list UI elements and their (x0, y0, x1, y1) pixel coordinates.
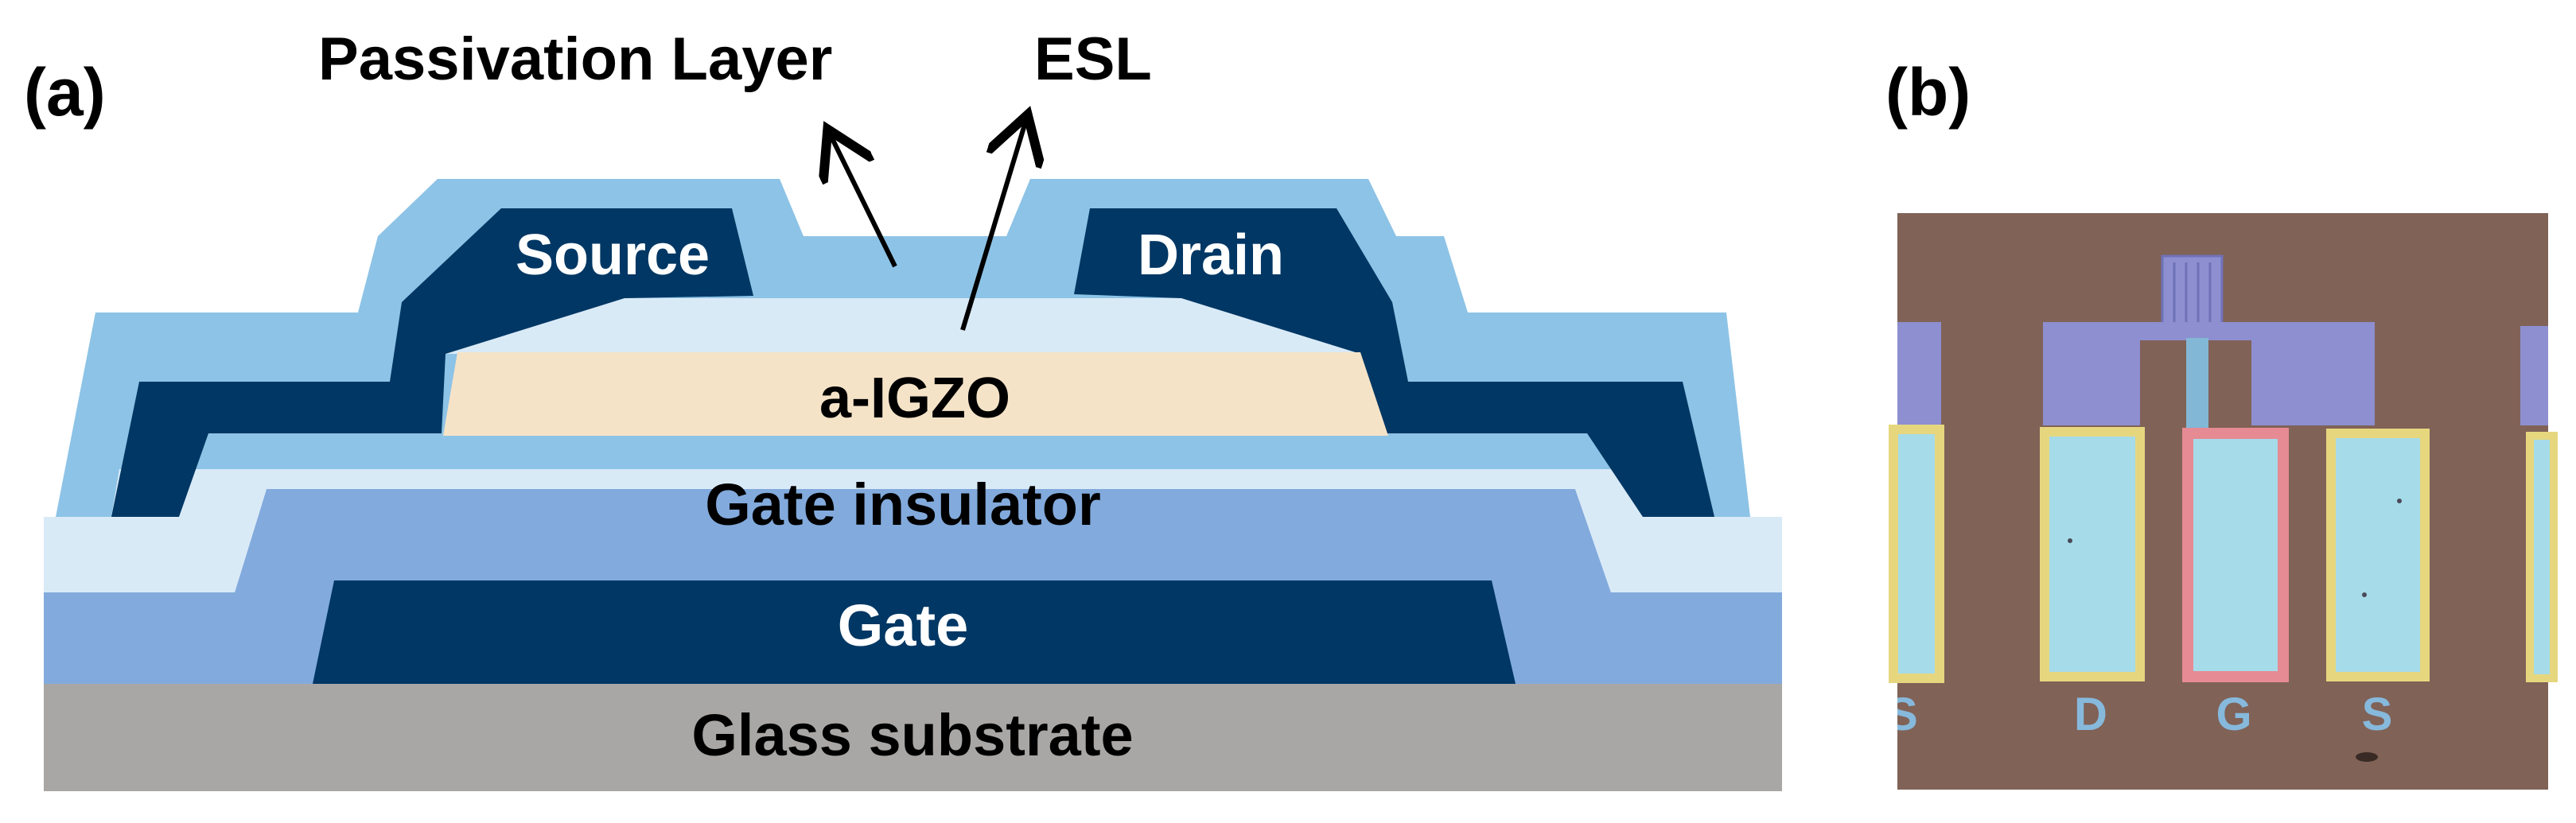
panel-b-label: (b) (1885, 55, 1971, 130)
micrograph-image: S D G S (1887, 213, 2558, 790)
pad-source (2326, 429, 2430, 681)
drain-label: Drain (1138, 223, 1284, 287)
metal-strip-left (1897, 322, 1941, 437)
gate-label: Gate (838, 592, 969, 658)
pad-gate (2182, 428, 2289, 682)
pad-label-s: S (2362, 689, 2393, 740)
etch-stop-layer-body (617, 298, 1203, 354)
pad-label-g: G (2216, 689, 2251, 740)
glass-substrate-layer (44, 684, 1782, 791)
source-electrode (111, 208, 753, 517)
insulator-top-band (44, 469, 1782, 592)
esl-callout-label: ESL (1034, 25, 1152, 93)
panel-b: (b) (1885, 55, 2558, 790)
igzo-layer (443, 352, 1388, 436)
source-label: Source (516, 223, 710, 287)
pad-right-partial (2526, 432, 2558, 682)
panel-a: (a) Source Drain a-IGZO Gate insulator G… (24, 25, 1782, 791)
pad-label-s-left: S (1887, 689, 1918, 740)
drain-electrode (1074, 208, 1714, 517)
gate-insulator-label: Gate insulator (705, 472, 1101, 538)
pad-label-d: D (2074, 689, 2107, 740)
pad-left-partial (1889, 425, 1944, 683)
substrate-label: Glass substrate (691, 702, 1133, 768)
gate-electrode (313, 580, 1516, 684)
pad-drain (2040, 427, 2145, 681)
passivation-callout-label: Passivation Layer (318, 25, 832, 93)
passivation-arrow (830, 134, 897, 268)
panel-a-label: (a) (24, 55, 106, 130)
metal-strip-right (2520, 326, 2548, 425)
igzo-label: a-IGZO (819, 367, 1010, 430)
esl-arrow (960, 119, 1026, 331)
